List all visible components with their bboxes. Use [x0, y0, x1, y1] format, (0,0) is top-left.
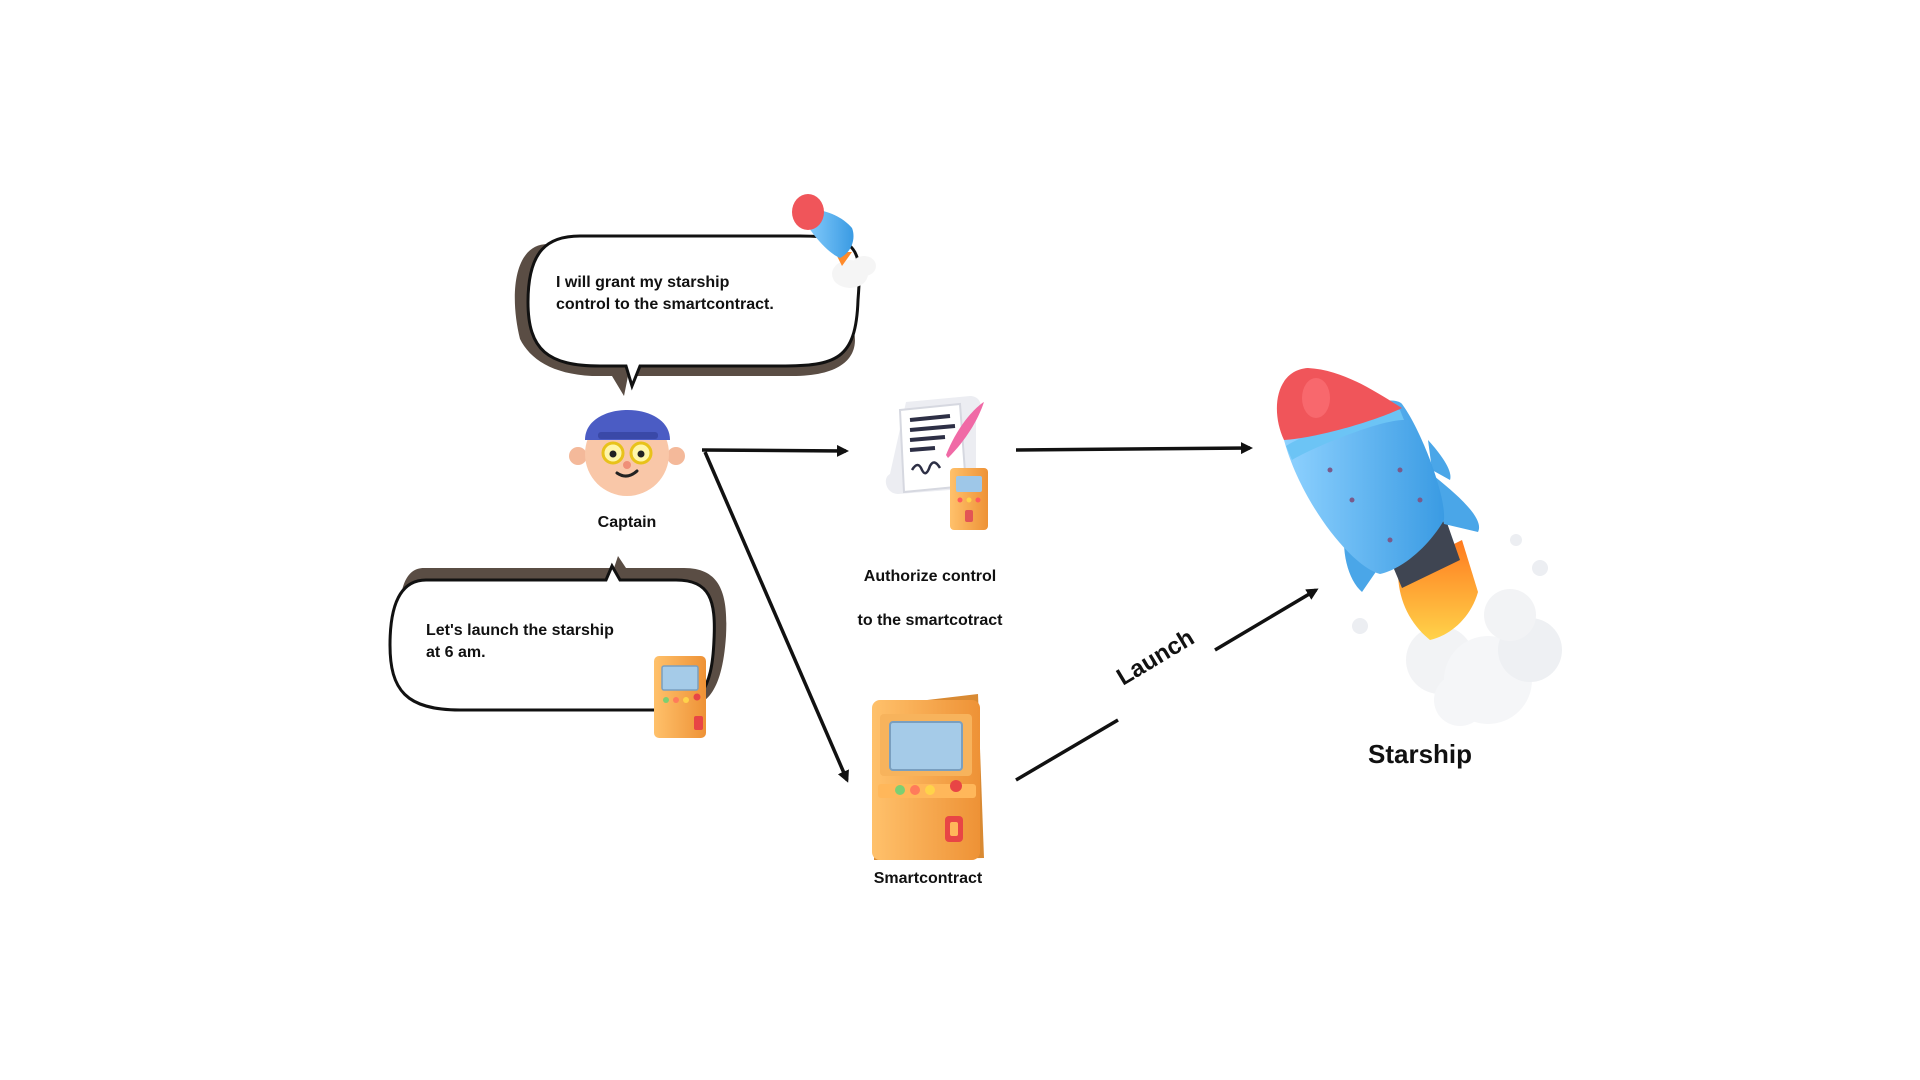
captain-speech-line-1: I will grant my starship [556, 274, 730, 291]
authorize-label-line-1: Authorize control [863, 568, 997, 585]
captain-speech-bubble [514, 234, 861, 396]
arrow-smartcontract-to-starship-part2 [1214, 588, 1319, 652]
authorize-label: Authorize control to the smartcotract [840, 544, 1020, 654]
captain-speech-text: I will grant my starship control to the … [556, 272, 774, 316]
bubble-machine-icon [654, 656, 706, 738]
arrow-authorize-to-starship [1015, 442, 1253, 455]
machine-speech-line-1: Let's launch the starship [426, 622, 614, 639]
arrows [701, 442, 1319, 783]
smartcontract-machine-icon [872, 694, 984, 860]
arrow-captain-to-smartcontract [703, 451, 849, 783]
machine-speech-line-2: at 6 am. [426, 644, 486, 661]
machine-speech-text: Let's launch the starship at 6 am. [426, 620, 614, 664]
starship-rocket-icon [1276, 368, 1562, 726]
signed-contract-icon [885, 396, 988, 530]
starship-label: Starship [1367, 739, 1473, 769]
machine-speech-bubble [388, 556, 727, 712]
authorize-label-line-2: to the smartcotract [857, 612, 1003, 629]
bubble-rocket-icon [792, 194, 876, 288]
arrow-captain-to-authorize [701, 444, 849, 457]
captain-speech-line-2: control to the smartcontract. [556, 296, 774, 313]
captain-avatar-icon [569, 410, 685, 496]
captain-label: Captain [597, 514, 657, 531]
arrow-smartcontract-to-starship-part1 [1015, 718, 1119, 782]
smartcontract-label: Smartcontract [873, 870, 983, 887]
